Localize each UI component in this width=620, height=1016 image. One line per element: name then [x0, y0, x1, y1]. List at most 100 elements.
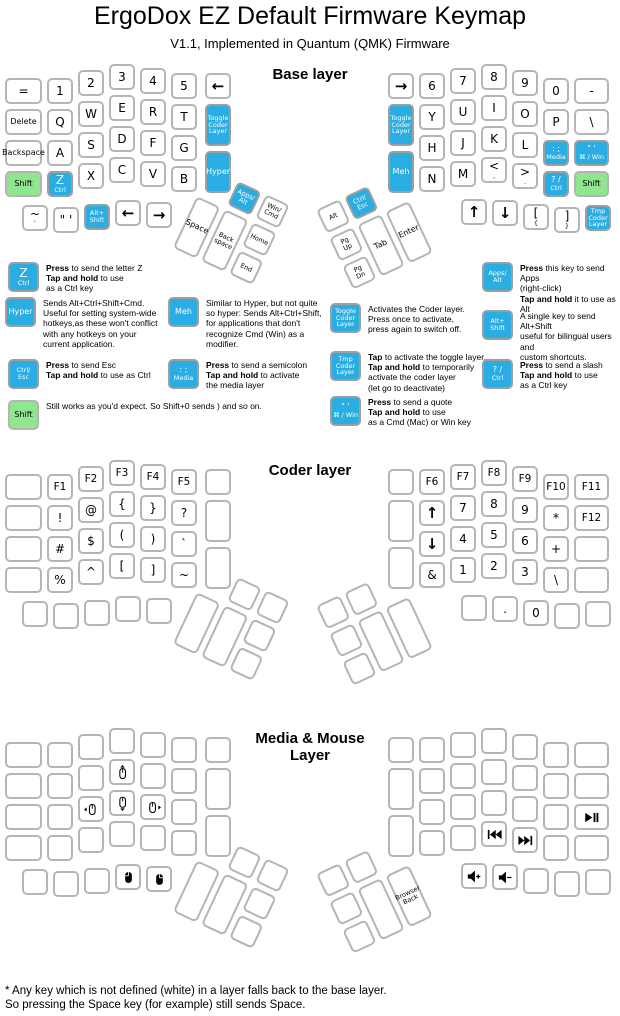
key-coder-left-r2c6: ? [171, 500, 197, 526]
key-label: W [85, 106, 97, 121]
key-coder-right-r4c4: 2 [481, 553, 507, 579]
key-media-right-r1c4 [481, 728, 507, 754]
key-label: 6 [521, 533, 529, 548]
key-label: M [457, 166, 469, 181]
key-label: 1 [459, 562, 467, 577]
key-media-left-r3c6 [171, 799, 197, 825]
key-label: F7 [456, 470, 470, 483]
key-media-right-r2c4 [481, 759, 507, 785]
key-base-left-thumb-t2: Win/ Cmd [255, 194, 290, 229]
key-coder-right-r4c5: 3 [512, 559, 538, 585]
key-label: F2 [84, 472, 98, 485]
key-media-right-r2c3 [450, 763, 476, 789]
key-base-right-r4c5: >. [512, 163, 538, 189]
key-coder-left-r3c2: # [47, 536, 73, 562]
key-media-left-b2 [53, 871, 79, 897]
key-label: F6 [425, 475, 439, 488]
key-base-right-r2c6: P [543, 109, 569, 135]
key-coder-right-r4c7 [574, 567, 609, 593]
key-label: ! [57, 510, 63, 525]
key-coder-right-tallA [388, 500, 414, 542]
key-coder-left-r3c6: ` [171, 531, 197, 557]
key-label: V [148, 166, 158, 181]
key-sublabel: Ctrl [54, 186, 66, 195]
next-track-icon [517, 833, 533, 848]
key-label: 0 [532, 605, 540, 620]
key-media-left-r4c6 [171, 830, 197, 856]
key-base-right-r1c4: 8 [481, 64, 507, 90]
key-coder-right-r3c6: + [543, 536, 569, 562]
key-media-right-r3c5 [512, 796, 538, 822]
legend-key-quote-win: " '⌘ / Win [330, 396, 361, 426]
page-subtitle: V1.1, Implemented in Quantum (QMK) Firmw… [170, 36, 450, 51]
key-coder-right-r3c2: ↓ [419, 531, 445, 557]
base-layer-label: Base layer [272, 66, 348, 83]
key-media-left-r3c3 [78, 796, 104, 822]
key-media-left-r2c5 [140, 763, 166, 789]
key-label: N [427, 171, 437, 186]
key-coder-right-r1c6: F10 [543, 474, 569, 500]
key-label: F9 [518, 472, 532, 485]
key-base-left-r4c3: X [78, 163, 104, 189]
key-coder-left-tallA [205, 500, 231, 542]
media-layer-left-board [5, 728, 290, 949]
mouse-right-click-icon [152, 872, 167, 887]
key-coder-right-r2c4: 8 [481, 491, 507, 517]
key-label: " ' [587, 144, 596, 154]
key-media-left-r3c5 [140, 794, 166, 820]
key-coder-left-r4c1 [5, 567, 42, 593]
legend-key-slash-ctrl: ? /Ctrl [482, 359, 513, 389]
key-base-left-r3c1: Backspace [2, 140, 45, 166]
legend-key-alt-shift: Alt+ Shift [482, 310, 513, 340]
key-media-right-r3c2 [419, 799, 445, 825]
key-coder-right-b2: . [492, 596, 518, 622]
key-coder-right-r1c4: F8 [481, 460, 507, 486]
key-media-left-thumb-t1 [227, 845, 262, 880]
key-label: F3 [115, 466, 129, 479]
key-media-left-r2c1 [5, 773, 42, 799]
key-base-right-r3c7: " '⌘ / Win [574, 140, 609, 166]
key-label: Shift [14, 409, 33, 419]
key-base-right-r2c4: I [481, 95, 507, 121]
key-label: Meh [392, 166, 410, 176]
key-label: Pg Up [339, 235, 354, 253]
key-label: Hyper [205, 166, 231, 176]
key-label: 5 [180, 78, 188, 93]
key-label: U [458, 104, 468, 119]
key-media-left-thumb-t2 [255, 858, 290, 893]
key-media-right-r4c4 [481, 821, 507, 847]
left-arrow-icon: ← [211, 76, 225, 95]
key-sublabel: Ctrl [17, 279, 30, 288]
key-coder-left-thumb-t6 [229, 646, 264, 681]
key-base-right-r4c2: N [419, 166, 445, 192]
key-label: R [148, 104, 158, 119]
key-base-right-r2c2: Y [419, 104, 445, 130]
key-base-left-r2c3: W [78, 101, 104, 127]
key-label: F11 [581, 480, 602, 493]
key-label: } [149, 500, 157, 515]
key-coder-right-r3c7 [574, 536, 609, 562]
key-base-right-r4c7: Shift [574, 171, 609, 197]
key-media-left-r3c4 [109, 790, 135, 816]
key-media-right-tallA [388, 768, 414, 810]
key-media-right-r4c5 [512, 827, 538, 853]
coder-layer-label: Coder layer [268, 462, 352, 479]
key-base-left-b2: " ' [53, 207, 79, 233]
key-media-right-r1c1 [388, 737, 414, 763]
key-media-left-r1c1 [5, 742, 42, 768]
key-label: = [18, 83, 29, 98]
key-media-left-r2c3 [78, 765, 104, 791]
key-media-left-r1c5 [140, 732, 166, 758]
key-coder-left-b1 [22, 601, 48, 627]
key-label: Toggle Coder Layer [390, 114, 412, 136]
key-base-left-r1c5: 4 [140, 68, 166, 94]
legend-text-toggle-coder: Activates the Coder layer.Press once to … [368, 304, 465, 335]
key-label: ? [180, 505, 188, 520]
